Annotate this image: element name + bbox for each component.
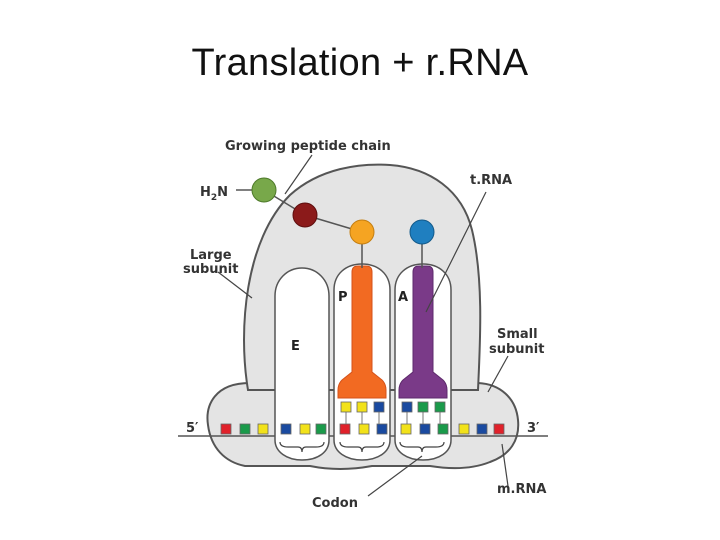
leader-mrna <box>501 443 509 487</box>
slide-title: Translation + r.RNA <box>191 42 529 84</box>
label-small-subunit-2: subunit <box>489 342 544 357</box>
amino-acid-blue <box>409 219 435 245</box>
mrna-base-yellow <box>400 423 412 435</box>
a-anticodon-base-green <box>434 401 446 413</box>
amino-acid-orange <box>349 219 375 245</box>
a-site-trna <box>398 265 448 399</box>
mrna-bases <box>220 412 505 435</box>
e-site-slot <box>274 267 330 461</box>
mrna-base-green <box>239 423 251 435</box>
leader-codon <box>367 455 423 497</box>
codon-brace-p <box>339 441 385 453</box>
label-site-e: E <box>291 339 300 354</box>
codon-brace-e <box>279 441 325 453</box>
label-3-prime: 3′ <box>527 421 540 436</box>
label-large-subunit-2: subunit <box>183 262 238 277</box>
a-anticodon-base-blue <box>401 401 413 413</box>
mrna-base-red <box>220 423 232 435</box>
mrna-base-red <box>493 423 505 435</box>
p-site-trna <box>337 265 387 399</box>
mrna-base-blue <box>419 423 431 435</box>
label-h2n: H2N <box>200 185 228 203</box>
mrna-base-blue <box>280 423 292 435</box>
label-codon: Codon <box>312 496 358 511</box>
leader-trna <box>425 191 487 313</box>
a-anticodon-bases <box>401 401 446 413</box>
p-anticodon-base-yellow <box>340 401 352 413</box>
mrna-base-green <box>437 423 449 435</box>
label-trna: t.RNA <box>470 173 512 188</box>
mrna-base-blue <box>376 423 388 435</box>
codon-brace-a <box>399 441 445 453</box>
mrna-base-blue <box>476 423 488 435</box>
leader-small-subunit <box>487 355 509 393</box>
leader-large-subunit <box>217 271 253 299</box>
mrna-base-green <box>315 423 327 435</box>
p-anticodon-base-blue <box>373 401 385 413</box>
a-anticodon-base-green <box>417 401 429 413</box>
mrna-base-yellow <box>299 423 311 435</box>
label-site-a: A <box>398 290 408 305</box>
p-anticodon-bases <box>340 401 385 413</box>
amino-acid-darkred <box>292 202 318 228</box>
leader-growing-chain <box>284 154 313 195</box>
label-5-prime: 5′ <box>186 421 199 436</box>
label-growing-peptide-chain: Growing peptide chain <box>225 139 391 154</box>
mrna-base-yellow <box>458 423 470 435</box>
mrna-base-red <box>339 423 351 435</box>
amino-acid-green <box>251 177 277 203</box>
p-anticodon-base-yellow <box>356 401 368 413</box>
label-mrna: m.RNA <box>497 482 546 497</box>
label-small-subunit-1: Small <box>497 327 538 342</box>
label-site-p: P <box>338 290 348 305</box>
mrna-base-yellow <box>257 423 269 435</box>
mrna-base-yellow <box>358 423 370 435</box>
label-large-subunit-1: Large <box>190 248 232 263</box>
